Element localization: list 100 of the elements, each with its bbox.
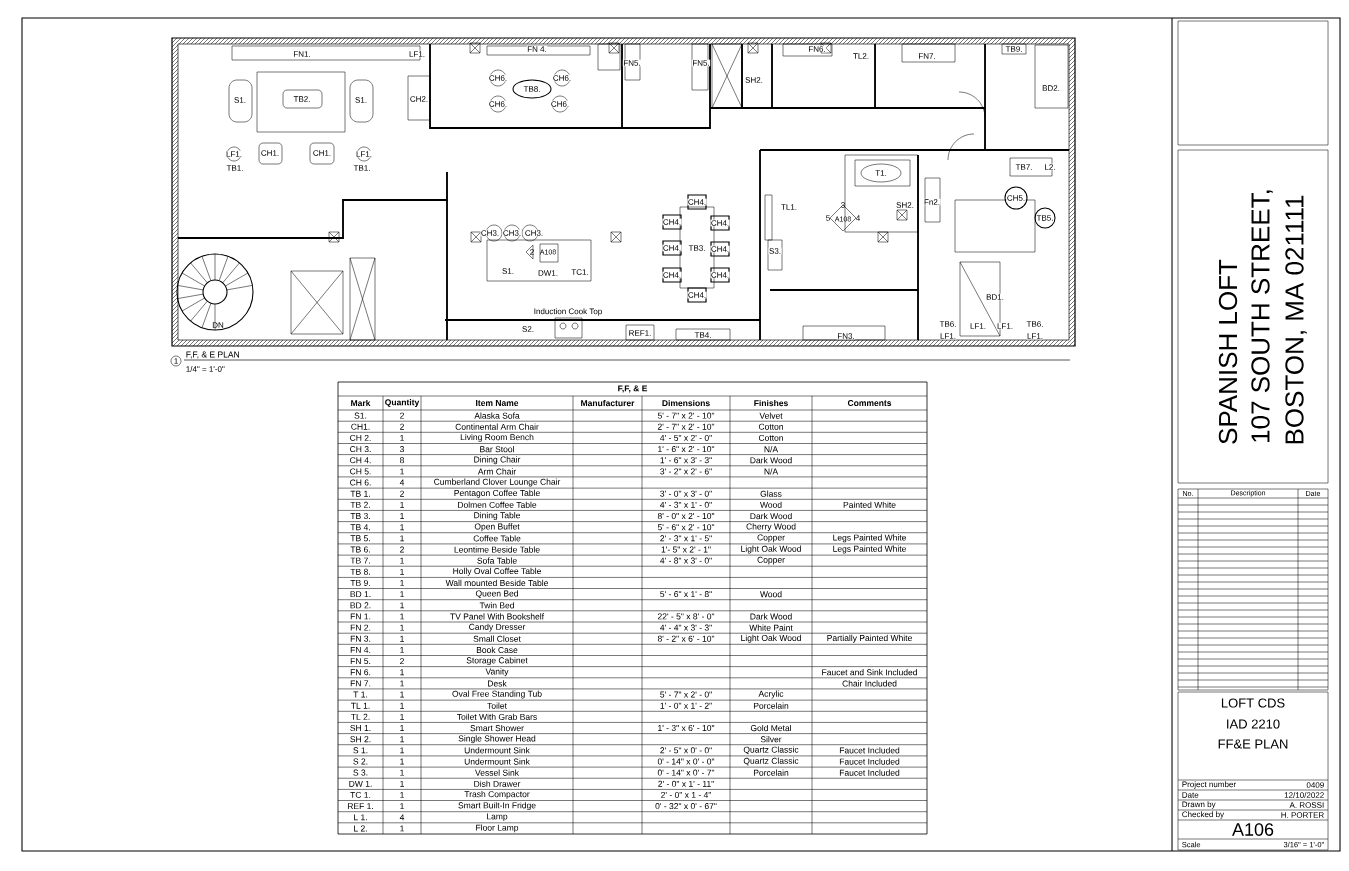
plan-tag: LF1. [225, 150, 243, 158]
table-text: 3' - 0" x 3' - 0" [660, 490, 712, 497]
table-text: 1 [400, 758, 404, 765]
table-text: Storage Cabinet [466, 657, 528, 666]
table-text: 4' - 3" x 1' - 0" [660, 501, 712, 508]
plan-tag: CH6. [488, 74, 508, 82]
table-text: TB 4. [350, 524, 370, 531]
table-text: FN 3. [350, 635, 371, 642]
plan-tag: CH6. [552, 74, 572, 82]
column-header: Item Name [476, 400, 519, 406]
table-text: Faucet Included [839, 769, 900, 776]
table-text: Undermount Sink [464, 758, 530, 765]
stair-direction: DN [212, 322, 224, 328]
table-text: Sofa Table [477, 557, 517, 564]
table-text: 1 [400, 691, 404, 698]
column-header: Finishes [754, 399, 788, 407]
plan-tag: L2. [1043, 163, 1057, 171]
table-text: 3' - 2" x 2' - 6" [660, 468, 712, 475]
table-text: Floor Lamp [476, 824, 519, 833]
table-text: Velvet [759, 412, 783, 419]
plan-tag: FN5. [691, 59, 711, 67]
plan-tag: CH3. [502, 229, 522, 237]
plan-tag: FN1. [292, 50, 312, 58]
sheet-heading: LOFT CDS [1221, 698, 1285, 708]
table-text: Silver [760, 736, 782, 743]
table-text: Cotton [758, 423, 783, 430]
table-text: N/A [764, 468, 779, 475]
table-text: Undermount Sink [464, 747, 530, 754]
table-text: Wall mounted Beside Table [445, 579, 548, 587]
plan-tag: CH1. [260, 149, 280, 157]
table-text: Continental Arm Chair [455, 423, 539, 430]
table-text: Living Room Bench [460, 433, 534, 442]
elevation-number: 3 [841, 202, 845, 208]
view-number: 1 [170, 355, 182, 367]
plan-tag: TB1. [353, 164, 371, 172]
table-text: Dining Chair [474, 456, 521, 465]
table-text: 2' - 0" x 1' - 11" [658, 780, 714, 787]
table-text: 1 [400, 702, 404, 709]
table-text: Oval Free Standing Tub [452, 690, 542, 699]
table-text: 8 [400, 457, 404, 464]
plan-tag: TB7. [1015, 163, 1033, 171]
table-text: 2' - 5" x 0' - 0" [660, 747, 712, 754]
table-text: TB 7. [350, 557, 370, 564]
scale-note: 1/4" = 1'-0" [186, 366, 225, 372]
table-text: 1'- 5" x 2' - 1" [661, 546, 711, 553]
table-text: Arm Chair [477, 468, 516, 475]
plan-tag: FN 4. [526, 45, 548, 53]
table-text: 1 [400, 557, 404, 564]
table-text: 2 [400, 412, 404, 419]
table-text: 1 [400, 669, 404, 676]
table-text: Dark Wood [750, 613, 792, 620]
plan-tag: S2. [521, 325, 535, 333]
table-text: Cotton [758, 434, 783, 441]
table-text: 3 [399, 446, 404, 453]
table-text: 1 [400, 647, 404, 653]
table-text: BD 2. [350, 602, 371, 609]
table-text: 1 [400, 825, 404, 832]
table-text: TB 2. [350, 501, 370, 508]
elevation-number: 5 [826, 215, 830, 221]
table-text: 1 [400, 513, 404, 519]
plan-tag: CH3. [480, 229, 500, 237]
table-text: Acrylic [758, 690, 784, 699]
table-text: Dark Wood [750, 512, 792, 520]
table-text: L 1. [354, 814, 367, 821]
sheet-heading: IAD 2210 [1227, 719, 1280, 729]
table-text: TB 9. [350, 579, 370, 586]
table-text: 4 [399, 814, 405, 821]
table-text: 2' - 7" x 2' - 10" [657, 423, 715, 430]
table-text: White Paint [749, 624, 793, 631]
plan-tag: CH4. [687, 291, 707, 299]
info-value: 0409 [1306, 782, 1324, 788]
table-text: Glass [760, 490, 782, 497]
table-text: 5' - 6" x 1' - 8" [660, 591, 712, 598]
table-text: Smart Built-In Fridge [458, 802, 536, 811]
plan-tag: TC1. [570, 268, 590, 276]
table-text: Candy Dresser [469, 623, 526, 632]
plan-tag: CH4. [687, 198, 707, 206]
plan-tag: TB6. [939, 320, 957, 328]
elevation-number: 4 [855, 215, 860, 221]
table-text: Smart Shower [470, 724, 524, 732]
table-text: Gold Metal [750, 724, 791, 732]
plan-tag: BD1. [985, 293, 1005, 301]
table-text: CH1. [351, 423, 370, 430]
plan-tag: CH4. [710, 219, 730, 227]
table-text: CH 6. [350, 479, 371, 486]
table-text: 1 [400, 602, 404, 609]
table-text: 0' - 14" x 0' - 0" [657, 758, 715, 765]
info-label: Date [1182, 792, 1199, 798]
info-value: A. ROSSI [1289, 802, 1324, 808]
table-text: FN 4. [350, 647, 371, 653]
table-text: Small Closet [473, 635, 521, 642]
table-text: 1 [400, 680, 404, 687]
table-text: REF 1. [347, 803, 373, 810]
table-text: S 3. [353, 769, 368, 776]
table-text: 8' - 2" x 6' - 10" [657, 635, 715, 642]
table-text: Partially Painted White [827, 634, 912, 643]
table-text: Wood [760, 501, 782, 508]
plan-tag: FN3. [836, 332, 856, 340]
plan-tag: S1. [501, 267, 515, 275]
table-text: Dolmen Coffee Table [458, 501, 537, 508]
